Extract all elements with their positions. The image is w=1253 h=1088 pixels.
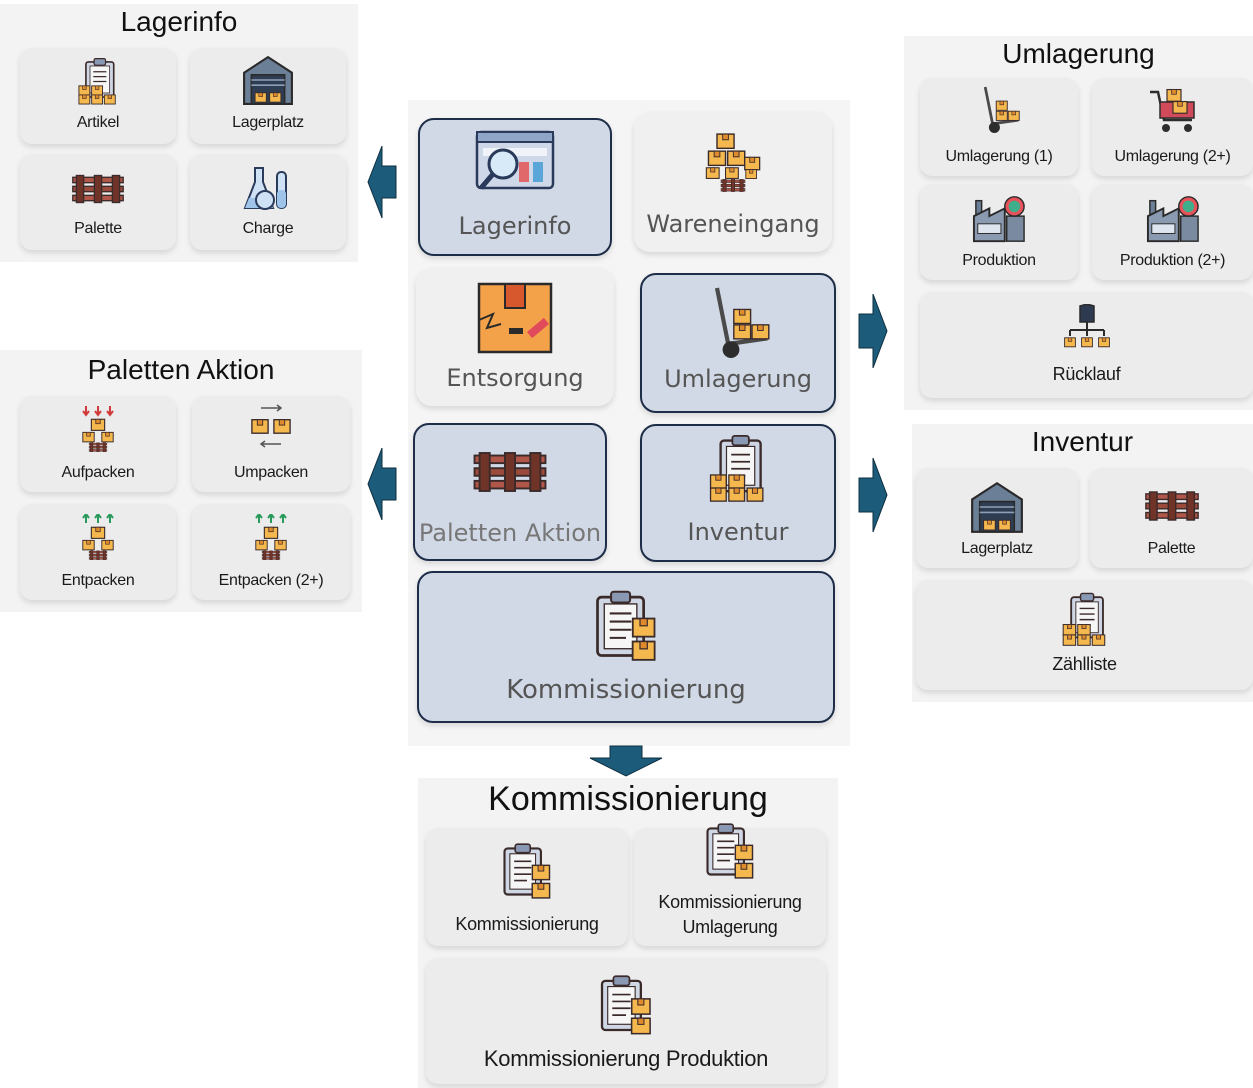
warehouse-icon — [970, 480, 1024, 534]
tile-label: Umpacken — [233, 464, 309, 481]
tile-entpacken-2plus[interactable]: Entpacken (2+) — [192, 504, 350, 600]
tile-entpacken[interactable]: Entpacken — [20, 504, 176, 600]
arrow-left — [367, 447, 397, 521]
panel-title: Lagerinfo — [120, 6, 238, 37]
boxes-on-pallet-icon — [701, 130, 765, 192]
lagerinfo-panel: Lagerinfo Artikel Lagerplatz Palette Cha… — [0, 4, 358, 262]
arrow-right — [858, 457, 888, 533]
clipboard-boxes-icon — [78, 56, 118, 106]
tile-label: Umlagerung (1) — [945, 148, 1053, 165]
tile-label: Artikel — [76, 114, 120, 131]
broken-box-icon — [475, 280, 555, 356]
tile-kommissionierung-umlagerung[interactable]: Kommissionierung Umlagerung — [634, 828, 826, 946]
tile-zaehlliste[interactable]: Zählliste — [916, 580, 1253, 690]
tile-label: Kommissionierung — [455, 914, 599, 934]
pallet-icon — [472, 443, 548, 501]
tile-kommissionierung[interactable]: Kommissionierung — [426, 828, 628, 946]
tile-kommissionierung-produktion[interactable]: Kommissionierung Produktion — [426, 958, 826, 1084]
cart-icon — [1148, 86, 1198, 136]
tile-paletten-aktion[interactable]: Paletten Aktion — [413, 423, 607, 561]
warehouse-icon — [242, 54, 294, 106]
tile-aufpacken[interactable]: Aufpacken — [20, 396, 176, 492]
arrows-swap-icon — [251, 404, 291, 448]
tile-label: Lagerplatz — [232, 114, 304, 131]
kommissionierung-panel: Kommissionierung Kommissionierung Kommis… — [418, 778, 838, 1088]
paletten-aktion-panel: Paletten Aktion Aufpacken Umpacken Entpa… — [0, 350, 362, 612]
tile-label: Entpacken — [61, 572, 135, 589]
tile-palette[interactable]: Palette — [20, 154, 176, 250]
panel-title: Kommissionierung — [488, 780, 768, 818]
panel-title: Inventur — [1031, 426, 1134, 457]
magnifier-window-icon — [475, 130, 555, 190]
tile-label: Aufpacken — [61, 464, 135, 481]
tile-artikel[interactable]: Artikel — [20, 48, 176, 144]
tile-label: Lagerinfo — [458, 212, 572, 240]
panel-title: Umlagerung — [1002, 38, 1155, 69]
tile-lagerplatz[interactable]: Lagerplatz — [916, 468, 1078, 568]
tile-label: Zählliste — [1052, 654, 1117, 674]
factory-icon — [972, 194, 1026, 244]
tile-umlagerung[interactable]: Umlagerung — [640, 273, 836, 413]
tile-label: Lagerplatz — [961, 540, 1033, 557]
tile-label: Umlagerung — [664, 365, 812, 393]
tile-label: Rücklauf — [1052, 364, 1121, 384]
tile-kommissionierung[interactable]: Kommissionierung — [417, 571, 835, 723]
tile-umpacken[interactable]: Umpacken — [192, 396, 350, 492]
tile-umlagerung-1[interactable]: Umlagerung (1) — [920, 78, 1078, 176]
clipboard-boxes-icon — [1062, 592, 1108, 646]
clipboard-boxes-icon — [709, 434, 767, 502]
tile-ruecklauf[interactable]: Rücklauf — [920, 292, 1253, 398]
tile-lagerplatz[interactable]: Lagerplatz — [190, 48, 346, 144]
tile-label: Kommissionierung — [658, 892, 802, 912]
arrows-down-icon — [82, 406, 114, 452]
tile-label: Palette — [1147, 540, 1196, 557]
tile-produktion[interactable]: Produktion — [920, 184, 1078, 280]
tile-label: Produktion (2+) — [1119, 252, 1226, 269]
tile-palette[interactable]: Palette — [1090, 468, 1253, 568]
tile-label: Palette — [74, 220, 122, 237]
tile-label-line2: Umlagerung — [682, 917, 778, 937]
hierarchy-icon — [1062, 304, 1112, 354]
tile-label: Kommissionierung Produktion — [483, 1046, 769, 1071]
tile-label: Produktion — [962, 252, 1036, 269]
arrow-right — [858, 293, 888, 369]
panel-title: Paletten Aktion — [87, 354, 275, 385]
tile-umlagerung-2plus[interactable]: Umlagerung (2+) — [1092, 78, 1253, 176]
tile-label: Umlagerung (2+) — [1114, 148, 1231, 165]
arrows-up-icon — [82, 514, 114, 560]
tile-label: Wareneingang — [646, 210, 820, 238]
flasks-icon — [242, 164, 294, 214]
pallet-icon — [1144, 484, 1200, 528]
tile-charge[interactable]: Charge — [190, 154, 346, 250]
tile-inventur[interactable]: Inventur — [640, 424, 836, 562]
tile-label: Entpacken (2+) — [218, 572, 324, 589]
tile-label: Paletten Aktion — [418, 519, 602, 547]
arrow-down — [589, 745, 663, 777]
clipboard-boxes-icon — [704, 822, 756, 882]
clipboard-boxes-icon — [598, 974, 654, 1038]
tile-lagerinfo[interactable]: Lagerinfo — [418, 118, 612, 256]
factory-icon — [1146, 194, 1200, 244]
tile-wareneingang[interactable]: Wareneingang — [634, 112, 832, 252]
clipboard-boxes-icon — [593, 589, 659, 665]
main-menu-panel: Lagerinfo Wareneingang Entsorgung Umlage… — [408, 100, 850, 746]
arrow-left — [367, 145, 397, 219]
tile-produktion-2plus[interactable]: Produktion (2+) — [1092, 184, 1253, 280]
tile-label: Kommissionierung — [506, 675, 746, 705]
pallet-icon — [71, 168, 125, 210]
umlagerung-panel: Umlagerung Umlagerung (1) Umlagerung (2+… — [904, 36, 1253, 410]
hand-truck-icon — [976, 84, 1022, 136]
clipboard-boxes-icon — [501, 842, 553, 902]
arrows-up-icon — [255, 514, 287, 560]
tile-label: Inventur — [687, 518, 789, 546]
tile-label: Charge — [242, 220, 294, 237]
hand-truck-icon — [703, 285, 773, 361]
inventur-panel: Inventur Lagerplatz Palette Zählliste — [912, 424, 1253, 702]
tile-entsorgung[interactable]: Entsorgung — [416, 268, 614, 406]
tile-label: Entsorgung — [446, 364, 584, 392]
